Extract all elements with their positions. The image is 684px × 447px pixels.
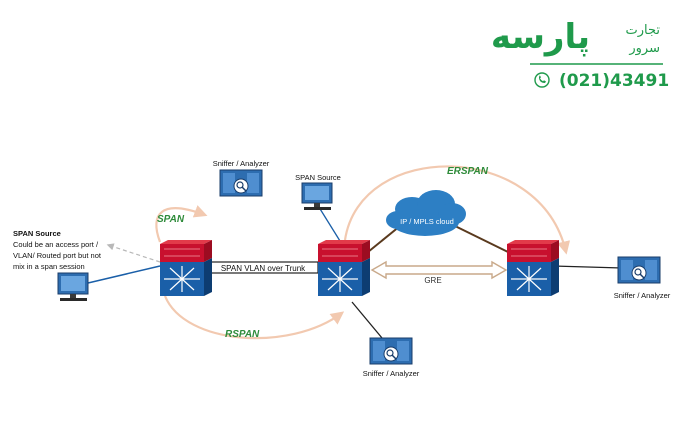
switch-left: [160, 240, 212, 296]
gre-tunnel-arrow: [370, 260, 508, 280]
span-arc: [155, 205, 208, 243]
span-source-left-line-1: Could be an access port /: [13, 240, 99, 249]
sniffer-right-icon: [617, 256, 661, 284]
switch-middle: [318, 240, 370, 296]
link-middle-to-cloud: [367, 225, 401, 253]
link-right-to-sniffer: [552, 265, 623, 269]
sniffer-bottom-icon: [369, 337, 413, 365]
span-source-top-label: SPAN Source: [295, 173, 341, 182]
rspan-arc: [163, 295, 345, 340]
logo-brand-word: پارسه: [491, 17, 590, 57]
link-cloud-to-right: [454, 225, 509, 253]
sniffer-top-label: Sniffer / Analyzer: [213, 159, 270, 168]
switch-right: [507, 240, 559, 296]
link-middle-to-bottom-sniffer: [351, 301, 383, 339]
logo-sub-line-2: سرور: [628, 41, 660, 56]
link-span-source-top: [316, 203, 341, 242]
pc-span-source-top-icon: [301, 182, 333, 210]
span-source-left-line-3: mix in a span session: [13, 262, 85, 271]
link-pc-to-switch-left: [87, 265, 161, 284]
erspan-arc: [343, 165, 571, 255]
phone-icon: [534, 72, 550, 88]
sniffer-top-icon: [219, 169, 263, 197]
pc-left-icon: [57, 272, 89, 301]
ip-mpls-cloud: [386, 190, 466, 236]
cloud-label: IP / MPLS cloud: [400, 217, 454, 226]
gre-label: GRE: [424, 276, 441, 285]
sniffer-bottom-label: Sniffer / Analyzer: [363, 369, 420, 378]
logo-phone-number: (021)43491: [559, 71, 669, 91]
rspan-label: RSPAN: [225, 329, 260, 340]
company-logo: پارسه تجارت سرور (021)43491: [491, 17, 669, 91]
span-source-pointer: [106, 243, 161, 263]
logo-sub-line-1: تجارت: [626, 23, 661, 38]
trunk-label: SPAN VLAN over Trunk: [221, 264, 306, 273]
span-source-left-line-2: VLAN/ Routed port but not: [13, 251, 102, 260]
span-source-left-title: SPAN Source: [13, 229, 61, 238]
sniffer-right-label: Sniffer / Analyzer: [614, 291, 671, 300]
erspan-label: ERSPAN: [447, 166, 489, 177]
span-label: SPAN: [157, 214, 185, 225]
